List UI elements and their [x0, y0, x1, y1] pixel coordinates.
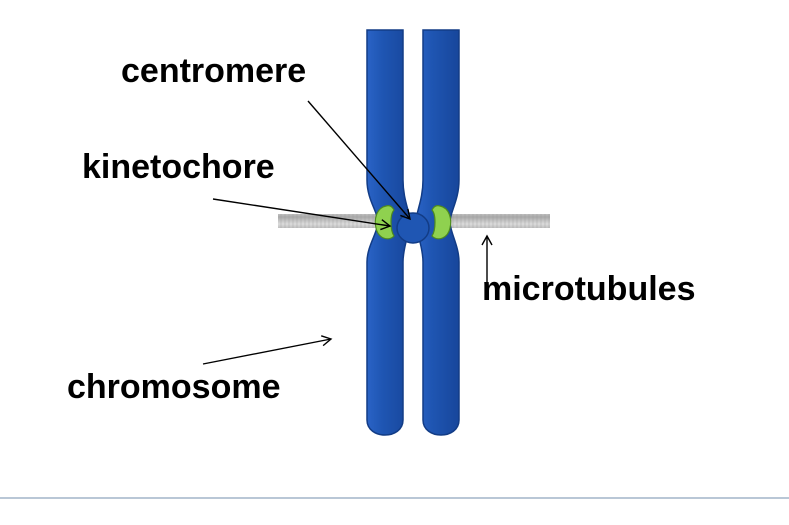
microtubule-right — [440, 214, 550, 228]
chromosome-label: chromosome — [67, 368, 281, 406]
centromere-knob — [396, 212, 430, 244]
microtubules-label: microtubules — [482, 270, 696, 308]
kinetochore-left — [374, 205, 395, 240]
chromosome-arrow — [202, 335, 333, 365]
footer-divider — [0, 497, 789, 499]
kinetochore-right — [431, 205, 452, 240]
centromere-label: centromere — [121, 52, 307, 90]
microtubule-left — [278, 214, 388, 228]
centromere-arrow — [307, 100, 411, 221]
kinetochore-label: kinetochore — [82, 148, 275, 186]
kinetochore-arrow — [212, 198, 392, 231]
